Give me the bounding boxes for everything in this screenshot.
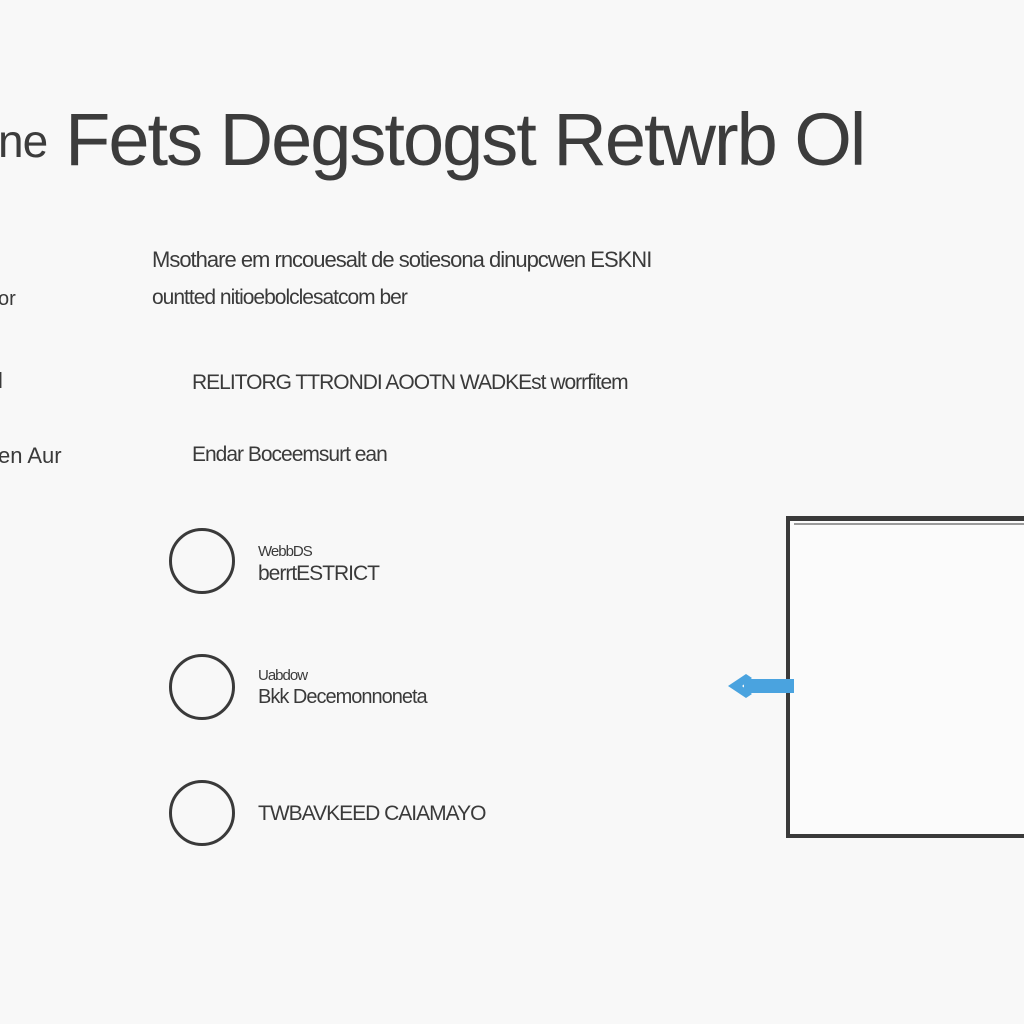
side-label-1: or	[0, 288, 16, 310]
title-prefix: ne	[0, 115, 48, 167]
option-3-label: TWBAVKEED CAIAMAYO	[258, 802, 486, 825]
option-1-radio[interactable]	[169, 528, 235, 594]
side-label-3: en Aur	[0, 443, 62, 468]
option-1-small-label: WebbDS	[258, 543, 313, 560]
option-2-label: Bkk Decemonnoneta	[258, 686, 428, 708]
arrow-left-icon	[728, 674, 794, 698]
title-text: Fets Degstogst Retwrb Ol	[65, 98, 866, 181]
side-label-2: l	[0, 368, 3, 393]
setting-row-1: RELITORG TTRONDI AOOTN WADKEst worrfitem	[192, 371, 629, 394]
option-3-radio[interactable]	[169, 780, 235, 846]
setting-row-2: Endar Boceemsurt ean	[192, 443, 388, 466]
description-line-2: ountted nitioebolclesatcom ber	[152, 286, 408, 309]
preview-panel[interactable]	[786, 516, 1024, 838]
option-2-small-label: Uabdow	[258, 667, 308, 684]
page-title: ne Fets Degstogst Retwrb Ol	[0, 98, 866, 181]
option-1-label: berrtESTRICT	[258, 562, 380, 585]
description-line-1: Msothare em rncouesalt de sotiesona dinu…	[152, 247, 652, 272]
option-2-radio[interactable]	[169, 654, 235, 720]
